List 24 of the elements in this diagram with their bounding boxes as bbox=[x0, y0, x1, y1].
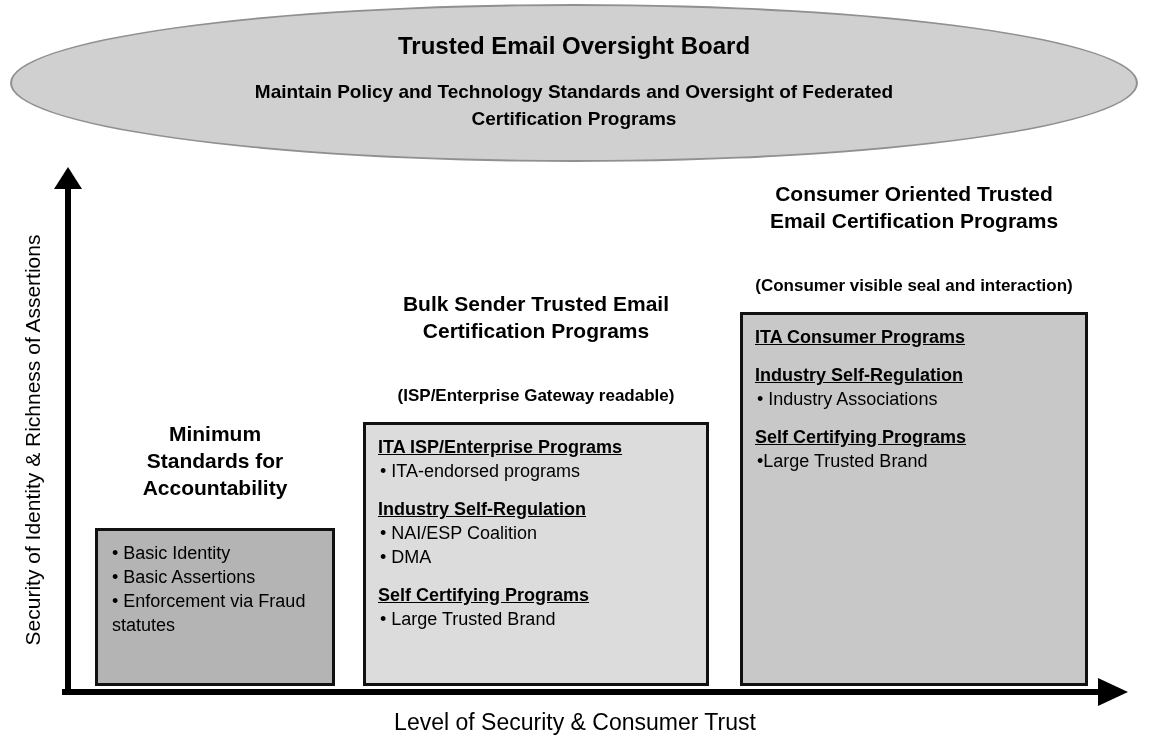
bullet-item: • ITA-endorsed programs bbox=[380, 460, 581, 483]
bullet-item: • Large Trusted Brand bbox=[380, 608, 556, 631]
group-title: Industry Self-Regulation bbox=[378, 498, 586, 521]
bullet-item: • Basic Assertions bbox=[112, 566, 256, 589]
bullet-item: • DMA bbox=[380, 546, 432, 569]
axis-label: Level of Security & Consumer Trust bbox=[394, 708, 756, 736]
bullet-item: • Industry Associations bbox=[757, 388, 938, 411]
group-title: ITA ISP/Enterprise Programs bbox=[378, 436, 623, 459]
group-title: Self Certifying Programs bbox=[755, 426, 967, 449]
axis-label: Security of Identity & Richness of Assertions bbox=[21, 234, 45, 646]
group-title: Self Certifying Programs bbox=[378, 584, 590, 607]
ellipse-subtitle: Maintain Policy and Technology Standards and Oversight of Federated Certification Programs bbox=[253, 80, 895, 131]
bullet-item: • NAI/ESP Coalition bbox=[380, 522, 538, 545]
bullet-item: • Basic Identity bbox=[112, 542, 231, 565]
bullet-item: •Large Trusted Brand bbox=[757, 450, 928, 473]
ellipse-title: Trusted Email Oversight Board bbox=[396, 32, 752, 60]
bullet-item: • Enforcement via Fraud statutes bbox=[112, 590, 307, 637]
group-title: ITA Consumer Programs bbox=[755, 326, 966, 349]
column-heading: Bulk Sender Trusted Email Certification Programs bbox=[401, 291, 671, 344]
column-heading: Minimum Standards for Accountability bbox=[141, 421, 289, 501]
column-subheading: (ISP/Enterprise Gateway readable) bbox=[396, 386, 676, 406]
group-title: Industry Self-Regulation bbox=[755, 364, 963, 387]
column-subheading: (Consumer visible seal and interaction) bbox=[754, 276, 1074, 296]
column-heading: Consumer Oriented Trusted Email Certification Programs bbox=[768, 181, 1060, 234]
